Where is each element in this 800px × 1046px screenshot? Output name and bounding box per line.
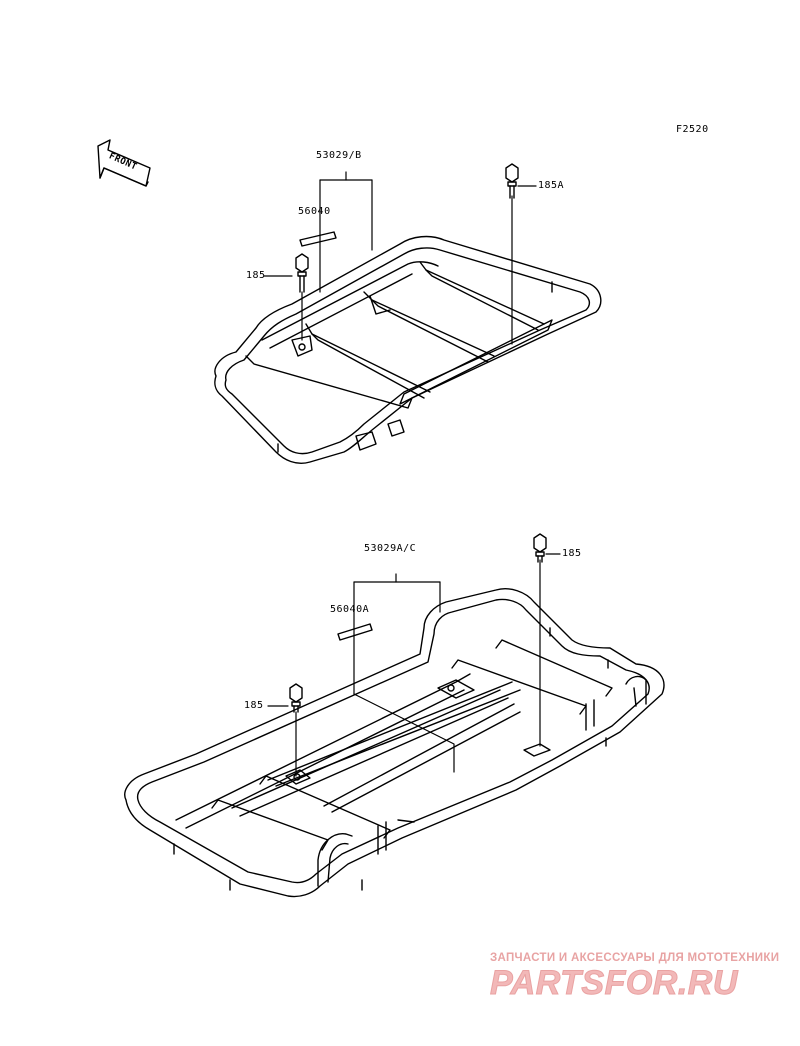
upper-bolt-right-label: 185A <box>538 180 565 191</box>
upper-decal-label: 56040 <box>298 206 331 217</box>
bolt-185-lower-left-icon <box>289 683 303 713</box>
lower-leaders <box>267 553 561 777</box>
front-arrow-icon <box>97 139 151 187</box>
bolt-185-lower-right-icon <box>533 533 547 563</box>
decal-56040a-icon <box>337 623 373 641</box>
lower-decal-label: 56040A <box>330 604 370 615</box>
figure-code: F2520 <box>676 124 709 135</box>
upper-rack <box>214 235 602 464</box>
watermark-subtitle: ЗАПЧАСТИ И АКСЕССУАРЫ ДЛЯ МОТОТЕХНИКИ <box>490 952 780 964</box>
watermark-logo: PARTSFOR.RU <box>490 964 738 1003</box>
lower-bolt-right-label: 185 <box>562 548 582 559</box>
lower-bolt-left-label: 185 <box>244 700 264 711</box>
decal-56040-icon <box>299 231 337 247</box>
lower-assembly-label: 53029A/C <box>364 543 417 554</box>
upper-bolt-left-label: 185 <box>246 270 266 281</box>
upper-assembly-label: 53029/B <box>316 150 362 161</box>
bolt-185a-icon <box>505 163 519 199</box>
bolt-185-upper-icon <box>295 253 309 293</box>
lower-rack <box>124 588 665 898</box>
